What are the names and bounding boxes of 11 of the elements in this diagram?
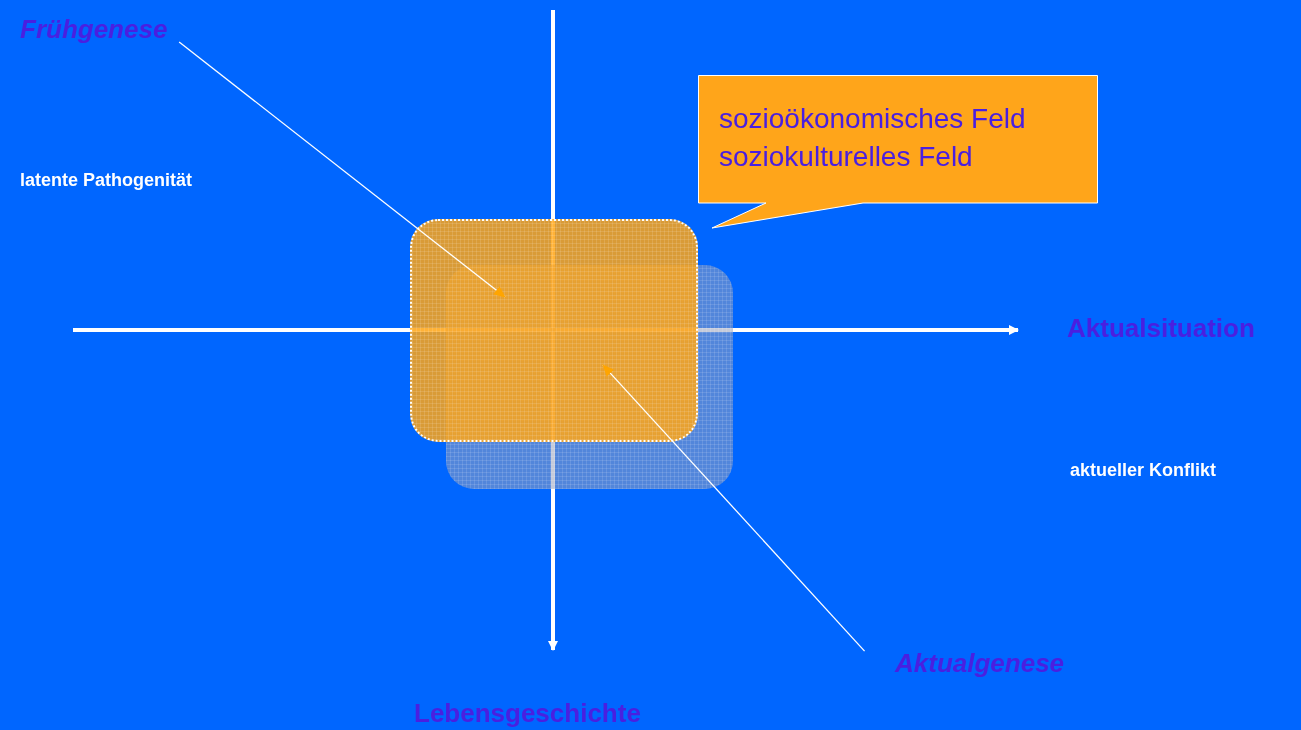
callout-text: sozioökonomisches Feld: [719, 103, 1026, 135]
field-rectangle: [410, 219, 698, 442]
callout-text: Aktualgenese: [895, 648, 1065, 679]
callout-text: soziokulturelles Feld: [719, 141, 973, 173]
callout-text: Frühgenese: [20, 14, 168, 45]
leader-line: [178, 41, 506, 298]
axis-note: latente Pathogenität: [20, 170, 193, 191]
axis-label: Lebensgeschichte: [414, 698, 641, 729]
axis-note: aktueller Konflikt: [1070, 460, 1217, 481]
axis-label: Aktualsituation: [1067, 313, 1255, 344]
leader-line: [602, 364, 866, 652]
